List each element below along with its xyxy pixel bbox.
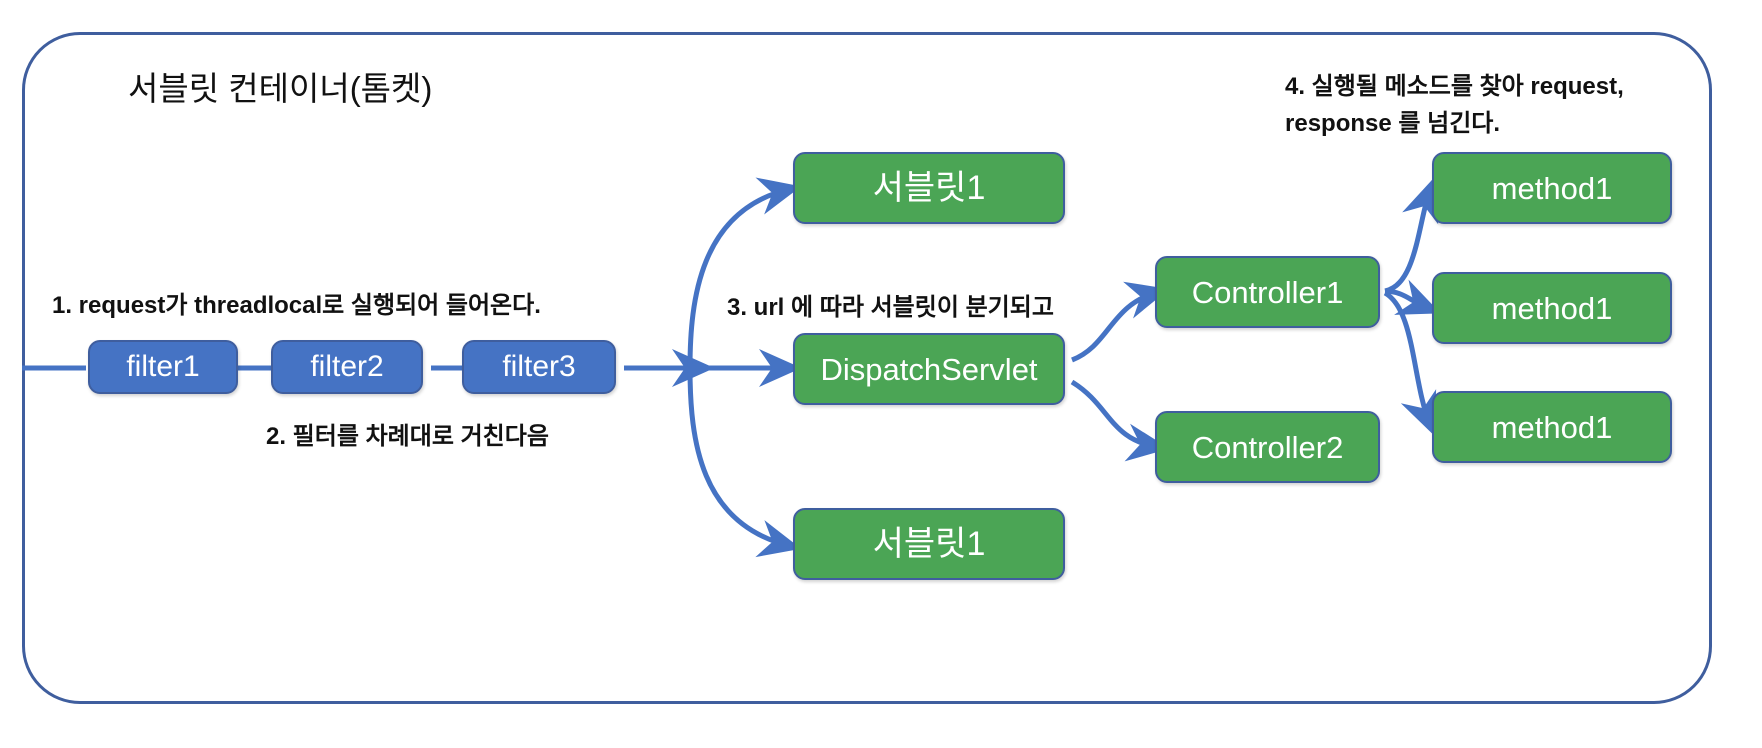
filter-box-1[interactable]: filter1 (88, 340, 238, 394)
annotation-step-2: 2. 필터를 차례대로 거친다음 (266, 423, 549, 450)
dispatch-servlet-label: DispatchServlet (820, 351, 1038, 387)
dispatch-servlet-box[interactable]: DispatchServlet (793, 333, 1065, 405)
servlet-box-1[interactable]: 서블릿1 (793, 152, 1065, 224)
wire-junction-servlet1 (687, 177, 802, 369)
filter-box-2-label: filter2 (310, 350, 384, 383)
filter-box-3[interactable]: filter3 (462, 340, 616, 394)
filter-box-2[interactable]: filter2 (271, 340, 423, 394)
method-box-2-label: method1 (1491, 290, 1613, 326)
wire-controller1-method1-bottom (1383, 290, 1437, 436)
annotation-step-4-line-2: response 를 넘긴다. (1285, 110, 1501, 137)
wire-controller1-method1-top (1384, 178, 1439, 294)
wire-dispatch-controller1 (1071, 281, 1170, 363)
filter-box-1-label: filter1 (126, 350, 200, 383)
servlet-box-2[interactable]: 서블릿1 (793, 508, 1065, 580)
servlet-box-1-label: 서블릿1 (872, 169, 986, 207)
controller-box-2[interactable]: Controller2 (1155, 411, 1380, 483)
controller-box-1[interactable]: Controller1 (1155, 256, 1380, 328)
filter-box-3-label: filter3 (502, 350, 576, 383)
container-title: 서블릿 컨테이너(톰켓) (128, 70, 433, 107)
annotation-step-1: 1. request가 threadlocal로 실행되어 들어온다. (52, 292, 541, 319)
method-box-2[interactable]: method1 (1432, 272, 1672, 344)
method-box-1[interactable]: method1 (1432, 152, 1672, 224)
method-box-3[interactable]: method1 (1432, 391, 1672, 463)
method-box-3-label: method1 (1491, 409, 1613, 445)
wire-controller1-method1-mid (1384, 279, 1441, 315)
method-box-1-label: method1 (1491, 170, 1613, 206)
annotation-step-4-line-1: 4. 실행될 메소드를 찾아 request, (1285, 73, 1624, 100)
controller-box-1-label: Controller1 (1191, 274, 1344, 310)
wire-junction-servlet2 (687, 367, 802, 558)
servlet-box-2-label: 서블릿1 (872, 525, 986, 563)
wire-dispatch-controller2 (1070, 379, 1170, 462)
controller-box-2-label: Controller2 (1191, 429, 1344, 465)
annotation-step-3: 3. url 에 따라 서블릿이 분기되고 (727, 294, 1054, 321)
